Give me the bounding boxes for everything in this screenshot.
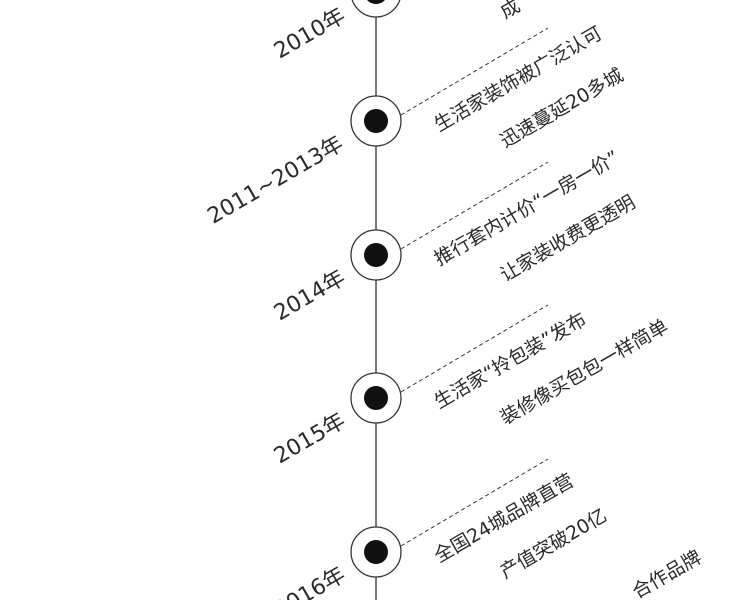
event-description-line: 装修像买包包一样简单 (497, 315, 673, 429)
leader-line (400, 161, 549, 250)
node-dot (364, 243, 388, 267)
year-label: 2011~2013年 (203, 132, 348, 230)
node-dot (367, 0, 385, 4)
leader-line (400, 27, 549, 116)
timeline-events: 2010年成2011~2013年生活家装饰被广泛认可迅速蔓延20多城2014年推… (203, 0, 705, 600)
leader-line (400, 304, 549, 393)
event-description-line: 成 (497, 0, 524, 23)
node-ring (351, 0, 401, 18)
year-label: 2016年 (270, 563, 350, 600)
leader-line (400, 458, 549, 547)
timeline-event: 2010年 成 (270, 0, 524, 65)
node-dot (364, 386, 388, 410)
node-dot (364, 109, 388, 133)
node-dot (364, 540, 388, 564)
year-label: 2010年 (270, 4, 350, 65)
event-description-line: 合作品牌 (629, 546, 706, 600)
year-label: 2015年 (270, 409, 350, 470)
year-label: 2014年 (270, 266, 350, 327)
timeline-event: 合作品牌 (629, 546, 706, 600)
event-description-line: 生活家装饰被广泛认可 (431, 22, 607, 136)
event-description-line: 生活家“拎包装”发布 (431, 308, 591, 413)
